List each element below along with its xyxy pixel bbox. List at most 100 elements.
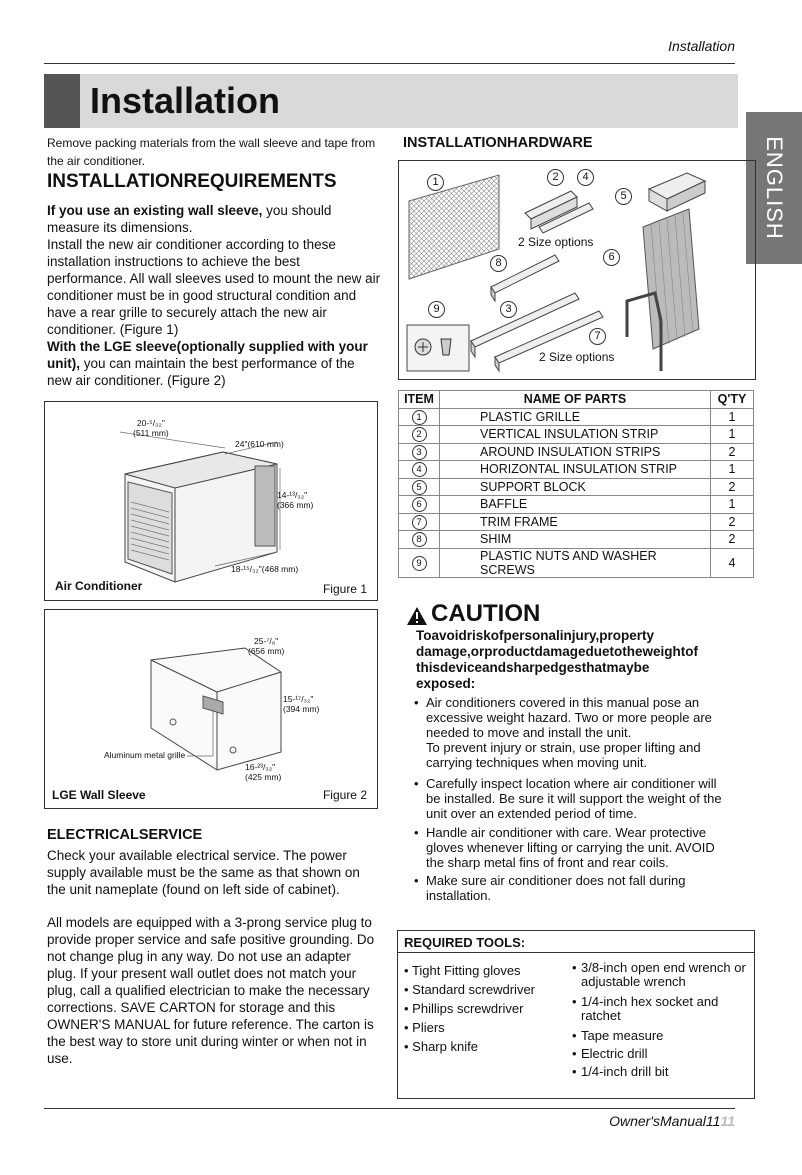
caution-title: CAUTION [431,600,541,627]
fig1-dim-height-mm: (366 mm) [277,500,314,510]
header-section-title: Installation [668,38,735,54]
parts-item-cell: 5 [398,477,440,496]
caution-line-2: damage,orproductdamageduetotheweightof [416,644,699,659]
tool-item: • Tight Fitting gloves [404,963,521,978]
requirements-bold1: If you use an existing wall sleeve, [47,203,263,218]
caution-bullet-2-text: Carefully inspect location where air con… [426,776,722,821]
caution-line-4: exposed: [416,676,476,691]
tool-item: •3/8-inch open end wrench or adjustable … [572,960,746,989]
parts-header-item: ITEM [398,390,440,409]
hardware-heading: INSTALLATIONHARDWARE [403,135,593,151]
parts-qty-cell: 2 [710,477,754,496]
language-tab-label: ENGLISH [762,136,787,240]
tool-item: • Pliers [404,1020,445,1035]
tool-item: • Standard screwdriver [404,982,535,997]
caution-bullet-1-text: Air conditioners covered in this manual … [426,695,712,740]
page-title: Installation [90,80,281,121]
fig2-dim-height: 15-¹⁷/₃₂" (394 mm) [283,694,319,714]
caution-intro: Toavoidriskofpersonalinjury,property dam… [416,628,698,692]
parts-item-number: 1 [411,409,427,425]
requirements-text2: Install the new air conditioner accordin… [47,237,381,337]
hardware-callout-4: 4 [577,169,594,186]
tool-item: • Sharp knife [404,1039,478,1054]
parts-qty-cell: 2 [710,530,754,549]
caution-bullet-4: • Make sure air conditioner does not fal… [414,873,726,903]
header-rule [44,63,735,64]
parts-item-cell: 7 [398,512,440,531]
hardware-illustration [406,172,707,373]
tool-item: •1/4-inch hex socket and ratchet [572,994,719,1023]
parts-item-cell: 6 [398,495,440,514]
fig2-caption: Figure 2 [322,788,367,802]
caution-bullet-3-text: Handle air conditioner with care. Wear p… [426,825,715,870]
tools-heading: REQUIRED TOOLS: [398,931,754,953]
tools-left-list: • Tight Fitting gloves • Standard screwd… [404,961,564,1056]
tools-box: REQUIRED TOOLS: • Tight Fitting gloves •… [397,930,755,1099]
parts-item-cell: 3 [398,442,440,461]
fig2-dim-depth: 16-²³/₃₂" (425 mm) [245,762,281,782]
fig2-dim-depth-mm: (425 mm) [245,772,282,782]
parts-item-number: 9 [411,555,427,571]
tools-right-list: •3/8-inch open end wrench or adjustable … [572,961,748,1079]
requirements-heading: INSTALLATIONREQUIREMENTS [47,171,337,192]
footer-text: Owner'sManual11 [609,1113,721,1129]
requirements-bold2: With the LGE sleeve(optionally supplied … [47,339,368,371]
caution-line-3: thisdeviceandsharpedgesthatmaybe [416,660,650,675]
caution-bullet-1-sub: To prevent injury or strain, use proper … [426,740,701,770]
footer: Owner'sManual1111 [609,1113,735,1129]
parts-header-name: NAME OF PARTS [439,390,711,409]
caution-bullet-4-text: Make sure air conditioner does not fall … [426,873,686,903]
tool-item: •Electric drill [572,1046,648,1061]
fig2-dim-width: 25-⁷/₈" (656 mm) [248,636,284,656]
hardware-callout-1: 1 [427,174,444,191]
parts-qty-cell: 1 [710,425,754,444]
parts-name-cell: PLASTIC NUTS AND WASHER SCREWS [439,547,711,578]
hardware-box: 1 2 4 5 6 8 9 3 7 2 Size options 2 Size … [398,160,756,380]
caution-bullet-3: • Handle air conditioner with care. Wear… [414,825,726,870]
title-banner-block [44,74,80,128]
electrical-heading: ELECTRICALSERVICE [47,827,203,843]
tool-item: •1/4-inch drill bit [572,1064,669,1079]
fig1-label: Air Conditioner [55,579,143,593]
parts-qty-cell: 1 [710,495,754,514]
parts-name-cell: HORIZONTAL INSULATION STRIP [439,460,711,479]
parts-item-cell: 8 [398,530,440,549]
fig1-dim-depth: 24"(610 mm) [235,439,284,449]
parts-item-number: 8 [411,532,427,548]
fig2-dim-height-in: 15-¹⁷/₃₂" [283,694,314,704]
parts-item-cell: 9 [398,547,440,578]
hardware-callout-7: 7 [589,328,606,345]
parts-item-number: 6 [411,497,427,513]
parts-item-cell: 1 [398,407,440,426]
parts-name-cell: AROUND INSULATION STRIPS [439,442,711,461]
parts-header-qty: Q'TY [710,390,754,409]
warning-triangle-icon [407,607,427,625]
parts-item-number: 7 [411,514,427,530]
hardware-callout-2: 2 [547,169,564,186]
parts-name-cell: VERTICAL INSULATION STRIP [439,425,711,444]
parts-item-number: 3 [411,444,427,460]
fig1-dim-bottom: 18-¹⁵/₃₂"(468 mm) [231,564,299,574]
title-banner [44,74,738,128]
wall-sleeve-illustration [150,647,282,771]
size-options-a: 2 Size options [518,235,594,249]
fig1-dim-width-in: 20-⁵/₃₂" [136,418,165,428]
fig1-dim-width: 20-⁵/₃₂" (511 mm) [133,418,169,438]
fig2-dim-height-mm: (394 mm) [283,704,320,714]
hardware-callout-8: 8 [490,255,507,272]
parts-name-cell: PLASTIC GRILLE [439,407,711,426]
fig2-dim-width-in: 25-⁷/₈" [254,636,279,646]
tool-item: • Phillips screwdriver [404,1001,524,1016]
fig2-grille-label: Aluminum metal grille [104,750,186,760]
parts-qty-cell: 1 [710,460,754,479]
parts-item-cell: 2 [398,425,440,444]
caution-line-1: Toavoidriskofpersonalinjury,property [416,628,655,643]
fig2-label: LGE Wall Sleeve [52,788,146,802]
parts-item-number: 4 [411,462,427,478]
